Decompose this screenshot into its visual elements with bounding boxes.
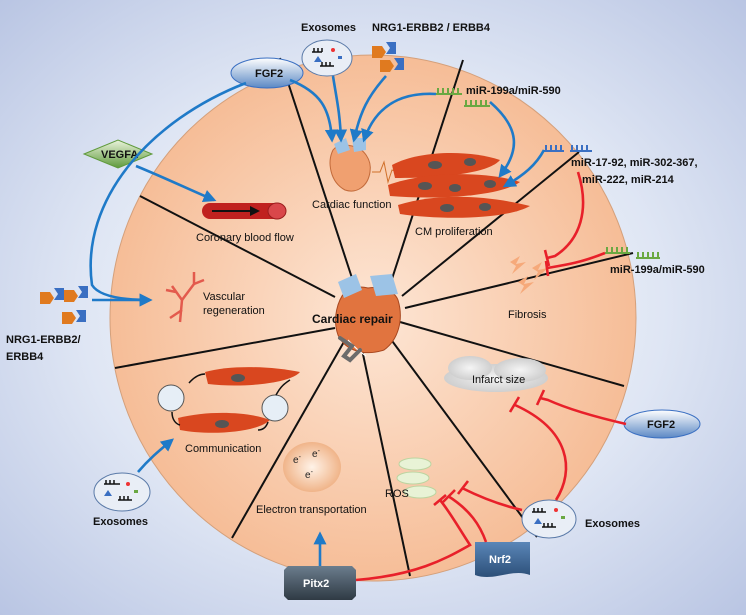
ros-label: ROS xyxy=(385,488,409,500)
svg-text:e-: e- xyxy=(293,454,302,466)
coronary-blood-flow-label: Coronary blood flow xyxy=(196,232,294,244)
infarct-size-label: Infarct size xyxy=(472,374,525,386)
vessel-branch-icon xyxy=(165,272,205,323)
svg-text:e-: e- xyxy=(312,448,321,460)
nrg1-left-line2: ERBB4 xyxy=(6,351,44,363)
exosome-vesicle-top-icon xyxy=(301,39,353,77)
center-label: Cardiac repair xyxy=(312,312,393,326)
svg-text:e-: e- xyxy=(305,469,314,481)
mir-199a-top-label: miR-199a/miR-590 xyxy=(466,85,561,97)
fgf2-top-label: FGF2 xyxy=(255,68,283,80)
nrg1-receptor-left-icon xyxy=(40,286,88,324)
mirna-green-right-icon xyxy=(605,247,660,259)
mir-cluster-line2: miR-222, miR-214 xyxy=(582,174,675,186)
mirna-blue-icon xyxy=(544,145,592,152)
nrg1-receptor-top-icon xyxy=(372,42,404,72)
mir-199a-right-label: miR-199a/miR-590 xyxy=(610,264,705,276)
mirna-green-top-icon xyxy=(436,88,490,107)
electron-transportation-label: Electron transportation xyxy=(256,504,367,516)
exosomes-right-label: Exosomes xyxy=(585,518,640,530)
vegfa-diamond xyxy=(82,139,154,169)
nrf2-label: Nrf2 xyxy=(489,554,511,566)
central-heart-icon xyxy=(335,274,401,363)
electron-bubble-icon xyxy=(283,442,341,492)
coronary-vessel-icon xyxy=(202,202,287,220)
mir-cluster-line1: miR-17-92, miR-302-367, xyxy=(571,157,698,169)
vascular-regeneration-line1: Vascular xyxy=(203,291,245,303)
communication-label: Communication xyxy=(185,443,261,455)
ros-pills-icon xyxy=(396,457,437,499)
nrg1-left-line1: NRG1-ERBB2/ xyxy=(6,334,81,346)
fgf2-top-oval xyxy=(230,57,304,89)
small-heart-icon xyxy=(329,138,371,192)
nrg1-top-label: NRG1-ERBB2 / ERBB4 xyxy=(372,22,491,34)
activation-arrows xyxy=(89,75,546,566)
fibrosis-label: Fibrosis xyxy=(508,309,547,321)
infarct-cloud-icon xyxy=(444,356,548,392)
cardiomyocyte-cluster-icon xyxy=(388,153,530,218)
nrf2-box xyxy=(475,542,530,578)
electron-symbols: e- e- e- xyxy=(293,448,321,481)
vascular-regeneration-line2: regeneration xyxy=(203,305,265,317)
exosome-vesicle-right-icon xyxy=(521,499,577,539)
cm-proliferation-label: CM proliferation xyxy=(415,226,493,238)
exosomes-left-label: Exosomes xyxy=(93,516,148,528)
vegfa-label: VEGFA xyxy=(101,149,138,161)
cardiac-function-label: Cardiac function xyxy=(312,199,392,211)
inhibition-lines xyxy=(355,171,627,582)
exosomes-top-label: Exosomes xyxy=(301,22,356,34)
fgf2-right-label: FGF2 xyxy=(647,419,675,431)
communication-cells-icon xyxy=(157,367,300,433)
exosome-vesicle-left-icon xyxy=(93,472,151,512)
pitx2-label: Pitx2 xyxy=(303,578,329,590)
fibrosis-icon xyxy=(510,256,548,294)
pitx2-box xyxy=(284,566,356,600)
